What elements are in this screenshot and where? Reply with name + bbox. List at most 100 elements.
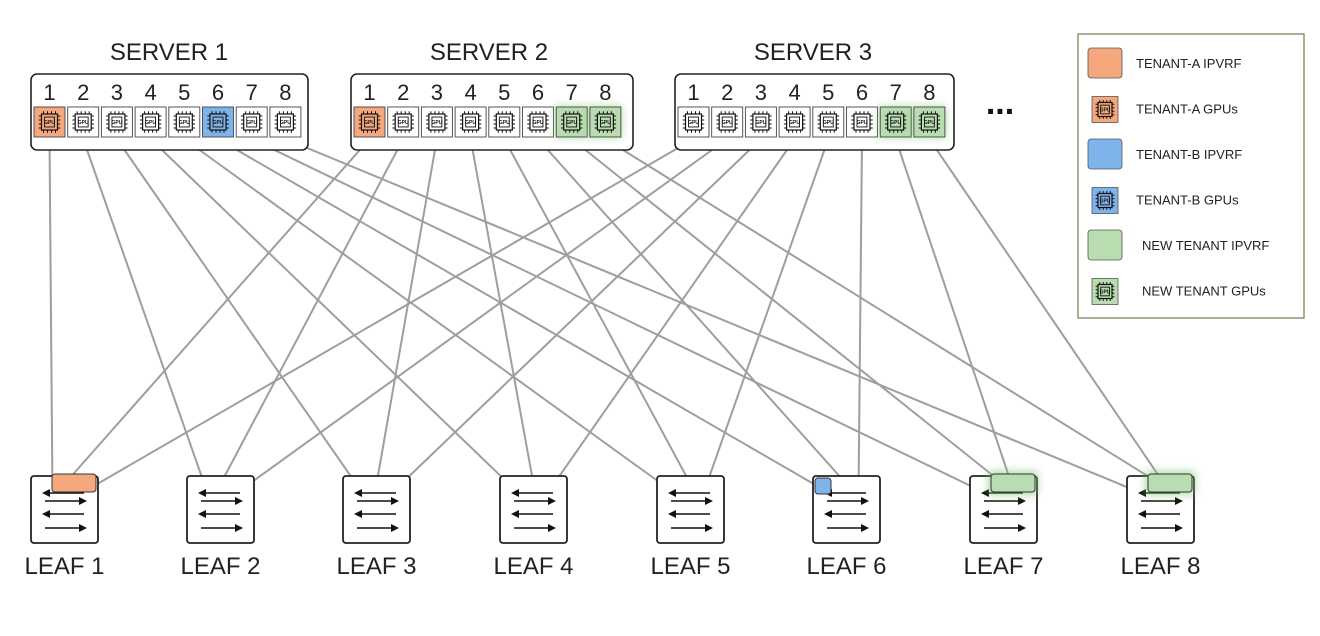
gpu-chip-label: GPU <box>179 120 190 126</box>
slot-number: 1 <box>687 80 699 105</box>
leaf-label: LEAF 4 <box>493 553 573 580</box>
leaf-label: LEAF 3 <box>336 553 416 580</box>
legend-item-3: TENANT-B IPVRF <box>1087 138 1242 170</box>
gpu-chip-label: GPU <box>280 120 291 126</box>
link-line <box>857 138 863 497</box>
link-line <box>219 138 405 485</box>
slot-number: 1 <box>43 80 55 105</box>
slot-number: 1 <box>363 80 375 105</box>
slot-number: 5 <box>822 80 834 105</box>
gpu-icon: GPU <box>884 111 907 133</box>
gpu-icon: GPU <box>274 111 297 133</box>
gpu-slot-box <box>134 106 167 138</box>
gpu-icon: GPU <box>1095 100 1115 119</box>
link-line <box>469 138 535 485</box>
gpu-icon: GPU <box>139 111 162 133</box>
gpu-chip-label: GPU <box>364 120 375 126</box>
gpu-icon: GPU <box>817 111 840 133</box>
gpu-chip-label: GPU <box>111 120 122 126</box>
gpu-chip-label: GPU <box>722 120 733 126</box>
leaf-chassis <box>342 475 411 544</box>
gpu-icon: GPU <box>207 111 229 133</box>
link-line <box>387 138 762 497</box>
link-line <box>894 138 1017 497</box>
server-title: SERVER 3 <box>754 39 872 66</box>
gpu-chip-label: GPU <box>465 120 476 126</box>
legend-box <box>1077 33 1305 319</box>
gpu-slot-box <box>812 106 845 138</box>
gpu-slot-box <box>202 106 234 138</box>
gpu-chip-label: GPU <box>857 120 868 126</box>
switch-arrows-icon <box>511 489 556 532</box>
gpu-chip-label: GPU <box>890 120 901 126</box>
gpu-icon: GPU <box>527 111 549 133</box>
gpu-icon: GPU <box>173 111 196 133</box>
gpu-slot-box <box>168 106 201 138</box>
switch-arrows-icon <box>42 489 87 532</box>
slot-number: 5 <box>178 80 190 105</box>
gpu-icon: GPU <box>750 111 772 133</box>
gpu-slot-box <box>387 106 420 138</box>
gpu-slot-box <box>33 106 66 138</box>
slot-number: 7 <box>246 80 258 105</box>
slot-number: 6 <box>856 80 868 105</box>
leaf-chassis <box>499 475 568 544</box>
link-line <box>537 138 848 485</box>
gpu-slot-box <box>879 106 912 138</box>
gpu-slot-box <box>711 106 744 138</box>
switch-arrows-icon <box>198 489 243 532</box>
link-line <box>285 138 1149 497</box>
gpu-slot-box <box>744 106 777 138</box>
ipvrf-badge <box>814 477 832 495</box>
gpu-chip-label: GPU <box>246 120 257 126</box>
gpu-swatch <box>1091 187 1119 214</box>
link-line <box>604 138 1162 485</box>
legend-label: TENANT-A IPVRF <box>1136 56 1242 71</box>
gpu-chip-label: GPU <box>755 120 766 126</box>
link-line <box>63 138 371 485</box>
gpu-chip-label: GPU <box>78 120 89 126</box>
legend-label: NEW TENANT GPUs <box>1142 284 1266 299</box>
gpu-slot-box <box>420 106 453 138</box>
gpu-icon: GPU <box>459 111 482 133</box>
slot-number: 3 <box>431 80 443 105</box>
leaf-chassis <box>186 475 255 544</box>
gpu-chip-label: GPU <box>1100 107 1111 113</box>
link-line <box>48 138 54 497</box>
gpu-icon: GPU <box>358 111 381 133</box>
gpu-icon: GPU <box>594 111 617 133</box>
gpu-icon: GPU <box>682 111 705 133</box>
legend-label: TENANT-B IPVRF <box>1136 147 1242 162</box>
gpu-icon: GPU <box>783 111 806 133</box>
gpu-chip-label: GPU <box>789 120 800 126</box>
link-line <box>928 138 1174 497</box>
gpu-slot-box <box>846 106 878 138</box>
gpu-slot-box <box>913 106 946 138</box>
gpu-slot-box <box>353 106 386 138</box>
gpu-chip-label: GPU <box>823 120 834 126</box>
legend-label: TENANT-B GPUs <box>1136 193 1239 208</box>
ipvrf-swatch <box>1087 138 1123 170</box>
gpu-chip-label: GPU <box>431 120 442 126</box>
gpu-chip-label: GPU <box>600 120 611 126</box>
gpu-icon: GPU <box>493 111 516 133</box>
gpu-chip-label: GPU <box>213 120 224 126</box>
slot-number: 7 <box>890 80 902 105</box>
gpu-slot-box <box>555 106 588 138</box>
link-line <box>183 138 680 497</box>
